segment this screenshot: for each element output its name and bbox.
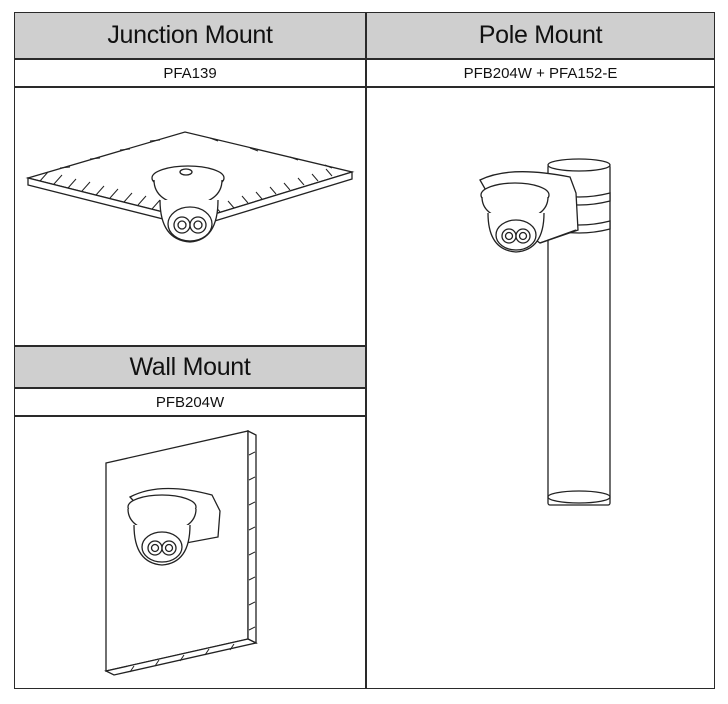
junction-mount-title: Junction Mount [15,13,365,58]
subheader-divider [14,86,715,88]
header-divider [14,58,715,60]
wall-mount-model: PFB204W [155,393,225,411]
wall-header-bottom [14,387,365,389]
pole-mount-camera-icon [479,158,611,506]
wall-mount-title: Wall Mount [15,347,365,387]
wall-subheader-bottom [14,415,365,417]
junction-mount-model: PFA139 [163,64,217,82]
pole-mount-title: Pole Mount [367,13,714,58]
column-divider [365,12,367,689]
pole-mount-model: PFB204W + PFA152-E [463,64,618,82]
ceiling-junction-mount-camera-icon [25,131,355,243]
wall-mount-camera-icon [104,429,258,676]
wall-header-top [14,345,365,347]
mount-table [14,12,715,689]
